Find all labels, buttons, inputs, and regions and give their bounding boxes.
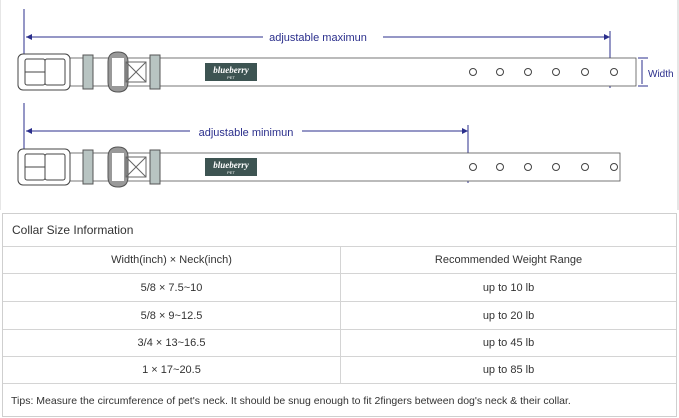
table-row: 5/8 × 7.5~10 up to 10 lb (3, 274, 676, 302)
weight-cell: up to 45 lb (482, 337, 535, 349)
keeper (149, 149, 161, 185)
arrow-head-left (26, 34, 32, 40)
stitch-box (125, 156, 147, 178)
min-label: adjustable minimun (199, 127, 294, 139)
strap-hole (496, 68, 504, 76)
size-cell: 5/8 × 7.5~10 (3, 274, 341, 301)
strap-hole (552, 68, 560, 76)
d-ring-gap (112, 58, 124, 86)
size-cell: 1 × 17~20.5 (3, 357, 341, 383)
strap-hole (496, 163, 504, 171)
brand-logo-sub: PET (227, 75, 235, 80)
strap-hole (610, 68, 618, 76)
brand-logo: blueberry (213, 160, 250, 170)
size-cell: 3/4 × 13~16.5 (3, 330, 341, 356)
keeper (82, 54, 94, 90)
weight-cell: up to 10 lb (482, 281, 535, 294)
header-weight: Recommended Weight Range (434, 254, 583, 266)
header-size: Width(inch) × Neck(inch) (3, 247, 341, 273)
tips-text: Tips: Measure the circumference of pet's… (11, 394, 571, 407)
arrow-head-right (604, 34, 610, 40)
size-cell: 5/8 × 9~12.5 (3, 302, 341, 329)
arrow-head-right (462, 128, 468, 134)
d-ring-gap (112, 153, 124, 181)
stitch-cross (125, 156, 147, 178)
strap (69, 57, 637, 87)
strap-hole (469, 68, 477, 76)
strap-hole (524, 163, 532, 171)
brand-tag (205, 63, 257, 81)
brand-tag (205, 158, 257, 176)
keeper (82, 149, 94, 185)
keeper (149, 54, 161, 90)
table-row: 1 × 17~20.5 up to 85 lb (3, 357, 676, 384)
brand-logo-sub: PET (227, 170, 235, 175)
arrow-head-left (26, 128, 32, 134)
strap-hole (524, 68, 532, 76)
brand-logo: blueberry (213, 65, 250, 75)
stitch-cross (125, 61, 147, 83)
stitch-box (125, 61, 147, 83)
width-label: Width (648, 69, 674, 80)
weight-cell: up to 20 lb (482, 309, 535, 322)
strap-hole (610, 163, 618, 171)
strap-hole (469, 163, 477, 171)
strap-hole (552, 163, 560, 171)
size-table: Collar Size Information Width(inch) × Ne… (2, 213, 677, 417)
max-label: adjustable maximun (269, 32, 367, 44)
strap-hole (581, 163, 589, 171)
table-title: Collar Size Information (12, 223, 134, 237)
table-row: 5/8 × 9~12.5 up to 20 lb (3, 302, 676, 330)
strap-hole (581, 68, 589, 76)
table-row: 3/4 × 13~16.5 up to 45 lb (3, 330, 676, 357)
weight-cell: up to 85 lb (482, 364, 535, 376)
